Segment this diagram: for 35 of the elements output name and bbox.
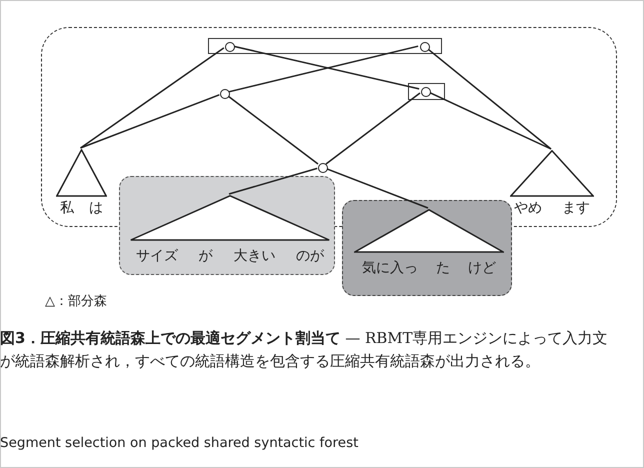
word-label: が bbox=[198, 247, 213, 265]
node-circle bbox=[420, 42, 430, 52]
tree-edge bbox=[326, 92, 420, 165]
tree-edge bbox=[428, 91, 552, 150]
word-label: ます bbox=[562, 199, 590, 217]
tree-edge bbox=[80, 94, 220, 149]
word-label: 私 bbox=[60, 199, 74, 217]
outline-box bbox=[408, 83, 445, 100]
subtree-triangle bbox=[130, 195, 330, 265]
word-label: 大きい bbox=[233, 247, 276, 265]
shaded-region bbox=[119, 176, 335, 275]
word-label: た bbox=[436, 259, 450, 277]
tree-edge bbox=[80, 47, 224, 149]
word-label: のが bbox=[296, 247, 324, 265]
legend-note: △：部分森 bbox=[45, 293, 107, 310]
figure-caption: 図3．圧縮共有統語森上での最適セグメント割当て — RBMT専用エンジンによって入力文が統語森解析され，すべての統語構造を包含する圧縮共有統語森が出力される。 bbox=[0, 328, 609, 372]
node-circle bbox=[225, 42, 235, 52]
node-circle bbox=[220, 89, 230, 99]
shaded-region bbox=[342, 200, 512, 296]
tree-edge bbox=[228, 168, 318, 195]
word-label: けど bbox=[468, 259, 496, 277]
tree-edge bbox=[426, 48, 552, 150]
subtree-triangle bbox=[56, 149, 107, 217]
outline-box bbox=[208, 38, 442, 54]
english-caption: Segment selection on packed shared syntactic forest bbox=[0, 435, 358, 451]
word-label: 気に入っ bbox=[362, 259, 418, 277]
node-circle bbox=[318, 163, 328, 173]
node-circle bbox=[421, 87, 431, 97]
word-label: は bbox=[89, 199, 103, 217]
word-label: やめ bbox=[514, 199, 542, 217]
subtree-triangle bbox=[354, 209, 504, 277]
word-label: サイズ bbox=[136, 247, 178, 265]
tree-edge bbox=[228, 95, 318, 165]
subtree-triangle bbox=[510, 150, 594, 217]
tree-edge bbox=[326, 168, 428, 209]
